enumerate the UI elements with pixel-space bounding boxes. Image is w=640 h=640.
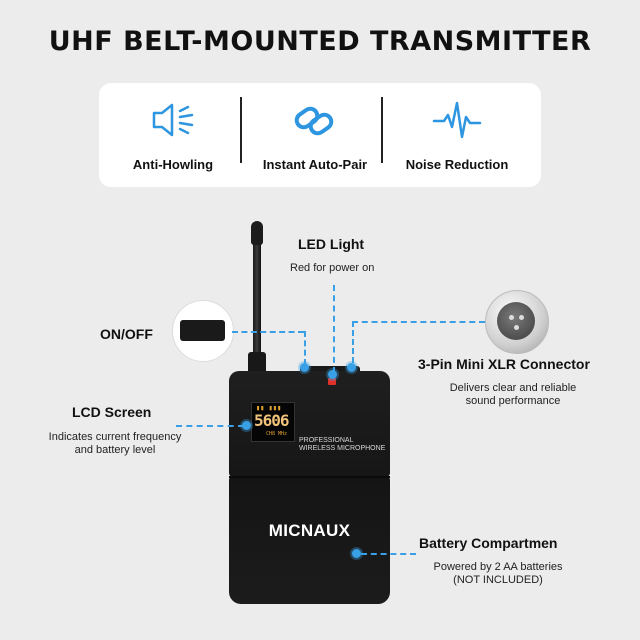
lcd-channel: CH8 MHz — [266, 431, 288, 437]
lcd-callout-desc: Indicates current frequency and battery … — [40, 431, 190, 457]
feature-label: Anti-Howling — [132, 157, 214, 172]
xlr-callout-desc-line: sound performance — [465, 395, 561, 407]
lcd-callout-dot — [242, 421, 251, 430]
feature-noise-reduction: Noise Reduction — [387, 83, 527, 187]
battery-callout-desc-line: Powered by 2 AA batteries — [433, 561, 563, 573]
onoff-callout-title: ON/OFF — [100, 326, 153, 342]
battery-callout-desc-line: (NOT INCLUDED) — [453, 574, 543, 586]
device-label-line: WIRELESS MICROPHONE — [299, 445, 386, 452]
lcd-callout-title: LCD Screen — [72, 404, 152, 420]
feature-divider — [381, 97, 383, 163]
antenna-base — [248, 352, 266, 374]
feature-anti-howling: Anti-Howling — [103, 83, 243, 187]
led-callout-line — [333, 285, 335, 373]
feature-label: Noise Reduction — [405, 157, 509, 172]
antenna-tip — [251, 221, 263, 245]
xlr-callout-dot — [347, 363, 356, 372]
lcd-battery-indicator: ▮▮ ▮▮▮ — [256, 404, 282, 412]
xlr-callout-line-h — [352, 321, 485, 323]
battery-callout-line — [361, 553, 416, 555]
battery-callout-title: Battery Compartmen — [419, 535, 558, 551]
led-callout-desc: Red for power on — [290, 262, 375, 274]
led-light — [328, 378, 336, 385]
waveform-icon — [432, 101, 482, 139]
xlr-callout-title: 3-Pin Mini XLR Connector — [418, 356, 590, 372]
device-seam — [229, 476, 390, 478]
lcd-frequency: 5606 — [254, 411, 290, 430]
xlr-pin — [509, 315, 514, 320]
xlr-callout-desc-line: Delivers clear and reliable — [449, 382, 577, 394]
speaker-anti-howling-icon — [152, 103, 194, 137]
xlr-callout-line-v — [352, 321, 354, 363]
antenna — [253, 240, 261, 374]
onoff-callout-line-h — [232, 331, 304, 333]
feature-label: Instant Auto-Pair — [262, 157, 368, 172]
link-pair-icon — [294, 106, 334, 136]
device-brand: MICNAUX — [268, 521, 351, 540]
lcd-callout-desc-line: Indicates current frequency — [48, 431, 182, 443]
xlr-pin — [519, 315, 524, 320]
lcd-screen — [251, 402, 295, 442]
led-callout-dot — [328, 370, 337, 379]
xlr-pin — [514, 325, 519, 330]
feature-auto-pair: Instant Auto-Pair — [245, 83, 385, 187]
onoff-callout-dot — [300, 363, 309, 372]
device-label: PROFESSIONAL WIRELESS MICROPHONE — [299, 437, 385, 453]
feature-divider — [240, 97, 242, 163]
onoff-callout-line-v — [304, 331, 306, 365]
battery-callout-desc: Powered by 2 AA batteries (NOT INCLUDED) — [420, 561, 576, 587]
xlr-connector-socket — [497, 302, 535, 340]
xlr-callout-desc: Delivers clear and reliable sound perfor… — [430, 382, 596, 408]
device-battery-compartment — [229, 476, 390, 604]
device-label-line: PROFESSIONAL — [299, 437, 354, 444]
onoff-switch-slot — [180, 320, 225, 341]
page-title: UHF BELT-MOUNTED TRANSMITTER — [48, 26, 592, 57]
battery-callout-dot — [352, 549, 361, 558]
lcd-callout-desc-line: and battery level — [74, 444, 156, 456]
lcd-callout-line — [176, 425, 244, 427]
feature-card: Anti-Howling Instant Auto-Pair Noise Red… — [99, 83, 541, 187]
led-callout-title: LED Light — [298, 236, 365, 252]
